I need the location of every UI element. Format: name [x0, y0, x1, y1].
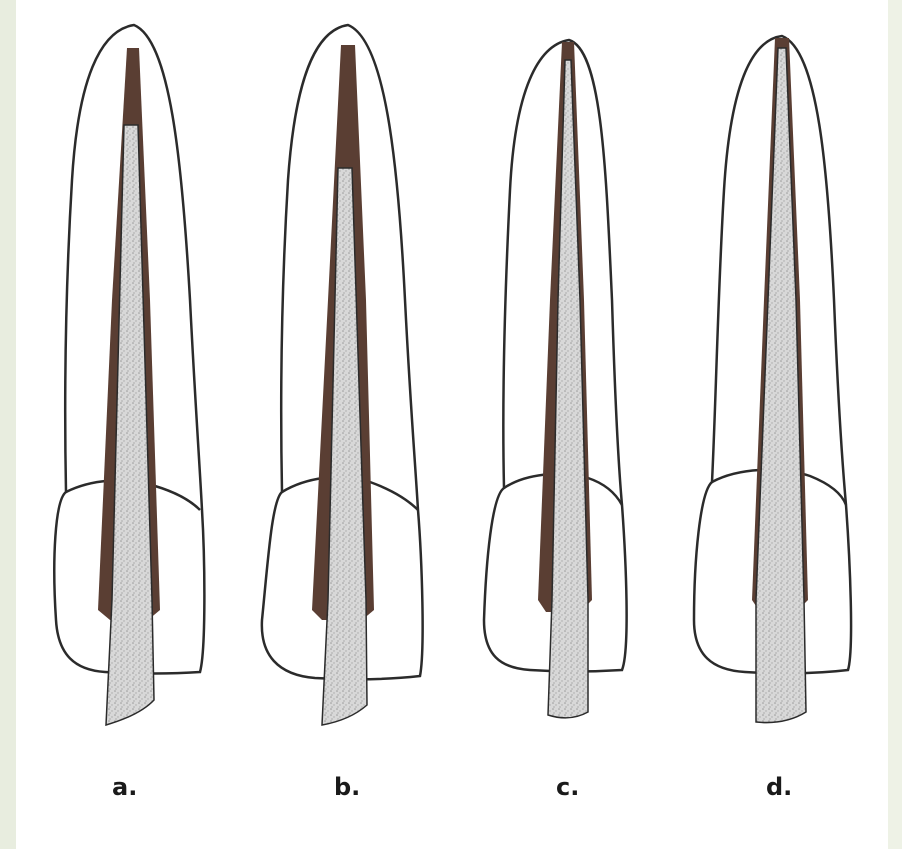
panel-label-b: b. — [334, 773, 360, 801]
tooth-b: b. — [262, 25, 423, 801]
tooth-a: a. — [54, 25, 204, 801]
panel-label-d: d. — [766, 773, 792, 801]
panel-label-c: c. — [556, 773, 579, 801]
panel-label-a: a. — [112, 773, 137, 801]
tooth-d: d. — [694, 36, 851, 801]
tooth-c: c. — [484, 40, 627, 801]
